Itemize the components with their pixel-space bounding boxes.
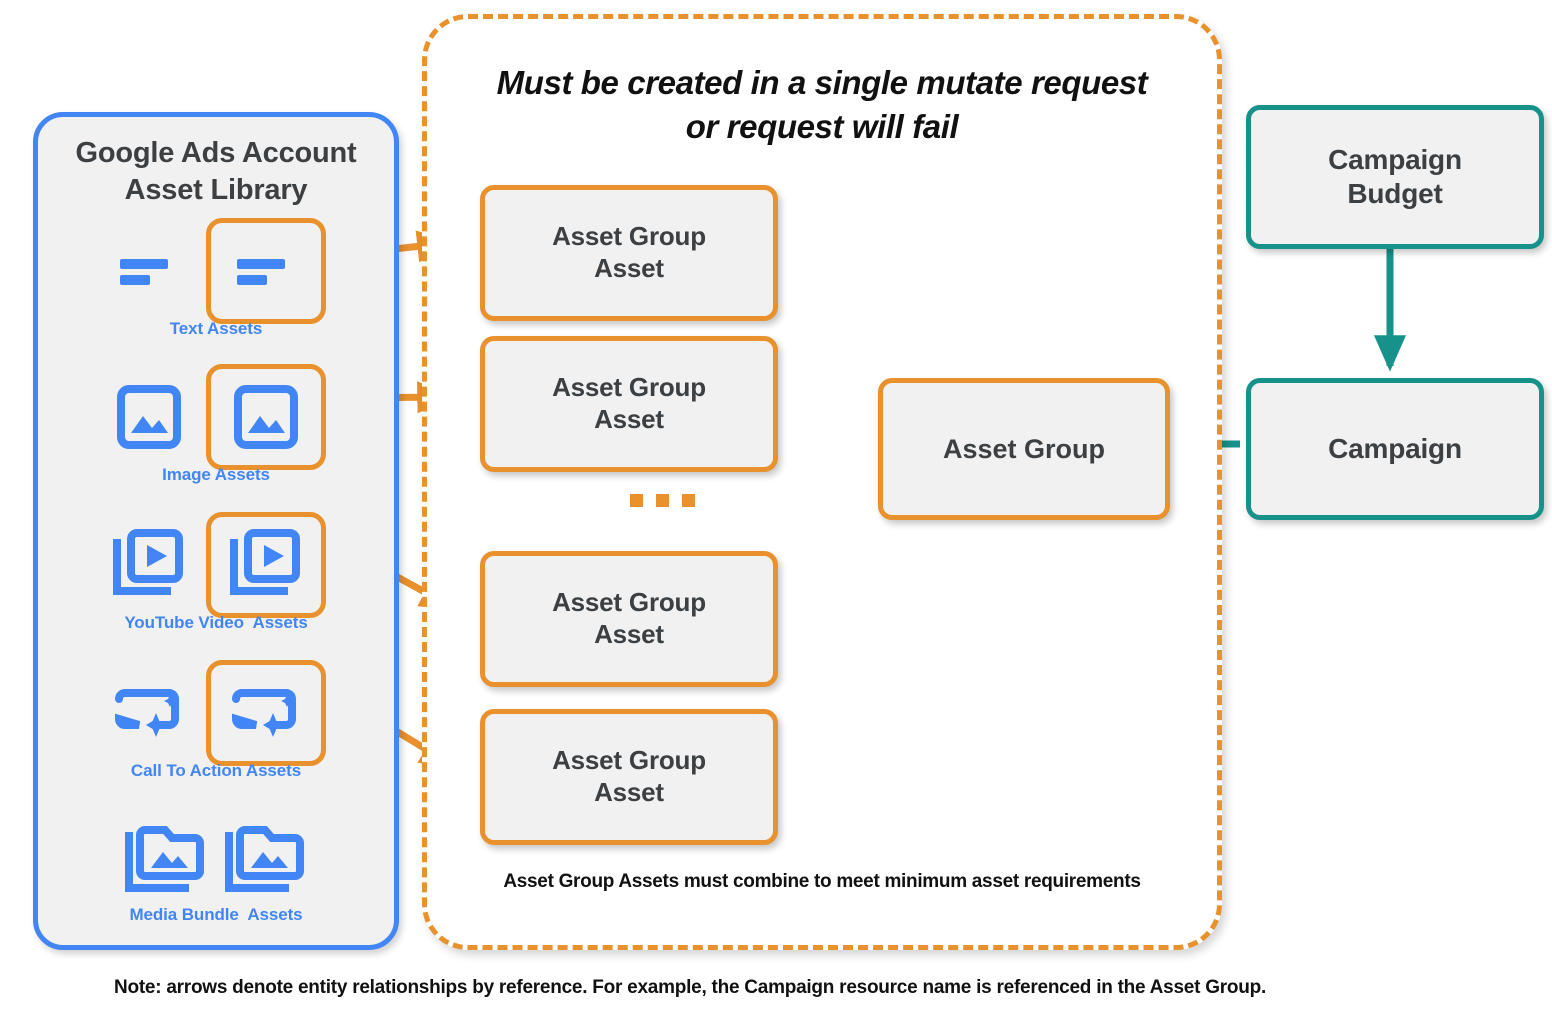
asset-label-video: YouTube Video Assets: [124, 613, 308, 632]
media-folder-icon-secondary: [223, 814, 309, 900]
asset-group-asset-label-3: Asset Group Asset: [552, 587, 706, 650]
asset-library-title-line1: Google Ads Account: [75, 137, 357, 169]
campaign-budget-line2: Budget: [1347, 178, 1443, 209]
footer-note: Note: arrows denote entity relationships…: [114, 977, 1266, 998]
asset-item-video[interactable]: YouTube Video Assets: [38, 509, 394, 659]
call-to-action-icon: [106, 670, 192, 756]
asset-icons-cta: [38, 657, 394, 769]
video-play-icon: [106, 522, 192, 608]
asset-label-media-bundle: Media Bundle Assets: [129, 905, 303, 924]
aga-line1-4: Asset Group: [552, 745, 706, 776]
aga-line2-4: Asset: [594, 777, 664, 807]
ellipsis-dot: [682, 494, 695, 507]
asset-group-asset-label-2: Asset Group Asset: [552, 372, 706, 435]
campaign-node[interactable]: Campaign: [1246, 378, 1544, 520]
mutate-title-line2: or request will fail: [685, 107, 959, 145]
ellipsis-indicator: [630, 494, 695, 507]
asset-group-asset-label-4: Asset Group Asset: [552, 745, 706, 808]
call-to-action-icon-highlighted[interactable]: [206, 660, 326, 766]
asset-icons-video: [38, 509, 394, 621]
asset-group-node[interactable]: Asset Group: [878, 378, 1170, 520]
text-lines-icon-highlighted[interactable]: [206, 218, 326, 324]
campaign-budget-label: Campaign Budget: [1328, 143, 1462, 211]
asset-item-text[interactable]: Text Assets: [38, 215, 394, 365]
aga-line1-2: Asset Group: [552, 372, 706, 403]
asset-group-asset-label-1: Asset Group Asset: [552, 221, 706, 284]
image-icon: [106, 374, 192, 460]
asset-library-title-line2: Asset Library: [124, 174, 308, 207]
aga-line2-1: Asset: [594, 253, 664, 283]
asset-icons-media-bundle: [38, 801, 394, 913]
campaign-budget-line1: Campaign: [1328, 143, 1462, 175]
asset-label-cta: Call To Action Assets: [130, 761, 302, 780]
mutate-request-footnote: Asset Group Assets must combine to meet …: [503, 871, 1141, 892]
aga-line1-1: Asset Group: [552, 221, 706, 252]
asset-item-cta[interactable]: Call To Action Assets: [38, 657, 394, 807]
mutate-title-line1: Must be created in a single mutate reque…: [496, 64, 1148, 101]
video-play-icon-highlighted[interactable]: [206, 512, 326, 618]
aga-line2-3: Asset: [594, 619, 664, 649]
asset-item-image[interactable]: Image Assets: [38, 361, 394, 511]
asset-label-text: Text Assets: [169, 319, 263, 338]
asset-library-panel: Google Ads Account Asset Library: [33, 112, 399, 950]
asset-icons-text: [38, 215, 394, 327]
asset-group-label: Asset Group: [942, 433, 1106, 464]
image-icon-highlighted[interactable]: [206, 364, 326, 470]
mutate-request-title: Must be created in a single mutate reque…: [427, 61, 1217, 149]
asset-group-asset-node-1[interactable]: Asset Group Asset: [480, 185, 778, 321]
asset-label-image: Image Assets: [162, 465, 270, 484]
text-lines-icon: [106, 228, 192, 314]
asset-group-asset-node-3[interactable]: Asset Group Asset: [480, 551, 778, 687]
asset-item-media-bundle[interactable]: Media Bundle Assets: [38, 801, 394, 951]
asset-group-asset-node-4[interactable]: Asset Group Asset: [480, 709, 778, 845]
campaign-budget-node[interactable]: Campaign Budget: [1246, 105, 1544, 249]
media-folder-icon: [123, 814, 209, 900]
asset-library-title: Google Ads Account Asset Library: [38, 135, 394, 209]
aga-line2-2: Asset: [594, 404, 664, 434]
asset-group-asset-node-2[interactable]: Asset Group Asset: [480, 336, 778, 472]
aga-line1-3: Asset Group: [552, 587, 706, 618]
ellipsis-dot: [630, 494, 643, 507]
asset-icons-image: [38, 361, 394, 473]
ellipsis-dot: [656, 494, 669, 507]
campaign-label: Campaign: [1328, 432, 1462, 464]
